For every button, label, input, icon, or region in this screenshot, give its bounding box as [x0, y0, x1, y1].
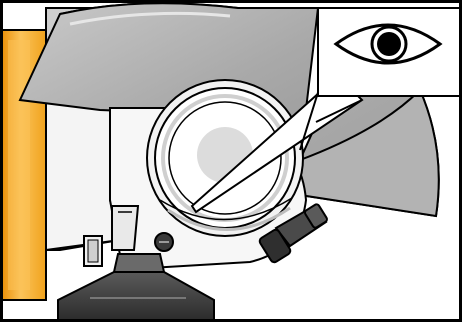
casing-screw — [155, 233, 173, 251]
eye-callout-box — [318, 8, 460, 96]
spindle-flange — [147, 80, 303, 236]
